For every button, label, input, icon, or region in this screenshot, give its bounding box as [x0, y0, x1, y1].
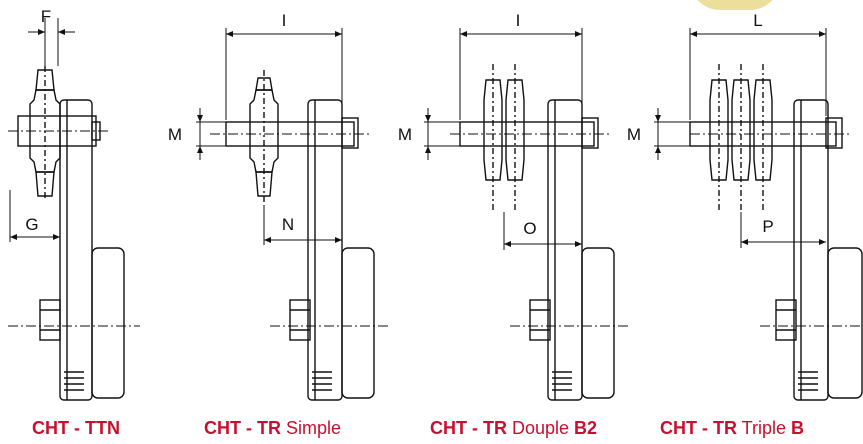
caption-variant: Douple	[506, 418, 575, 438]
accent-blob	[690, 0, 780, 10]
dim-label-p: P	[762, 217, 773, 236]
caption-model: CHT - TTN	[32, 418, 120, 438]
dim-label-l: L	[753, 11, 762, 30]
dim-label-m-double: M	[398, 125, 412, 144]
caption-suffix: B2	[574, 418, 598, 438]
dim-label-n: N	[282, 215, 294, 234]
dim-label-i-simple: I	[282, 11, 287, 30]
figure-cht-tr-simple	[225, 70, 375, 401]
caption-model: CHT - TR	[204, 418, 281, 438]
dim-label-o: O	[523, 219, 536, 238]
dim-label-m-simple: M	[168, 125, 182, 144]
caption-cht-tr-triple: CHT - TR Triple B	[660, 418, 804, 439]
caption-variant: Simple	[280, 418, 342, 438]
dim-label-f: F	[41, 7, 51, 26]
caption-cht-tr-double: CHT - TR Douple B2	[430, 418, 597, 439]
dim-label-m-triple: M	[627, 125, 641, 144]
caption-model: CHT - TR	[430, 418, 507, 438]
figure-cht-ttn	[17, 66, 125, 401]
center-lines	[8, 130, 863, 327]
dimension-lines	[9, 18, 827, 250]
figure-cht-tr-double	[459, 64, 615, 401]
caption-cht-tr-simple: CHT - TR Simple	[204, 418, 341, 439]
caption-suffix: B	[791, 418, 805, 438]
figure-cht-tr-triple	[689, 64, 863, 401]
caption-variant: Triple	[736, 418, 792, 438]
dim-label-i-double: I	[516, 11, 521, 30]
caption-model: CHT - TR	[660, 418, 737, 438]
caption-cht-ttn: CHT - TTN	[32, 418, 120, 439]
dim-label-g: G	[25, 215, 38, 234]
